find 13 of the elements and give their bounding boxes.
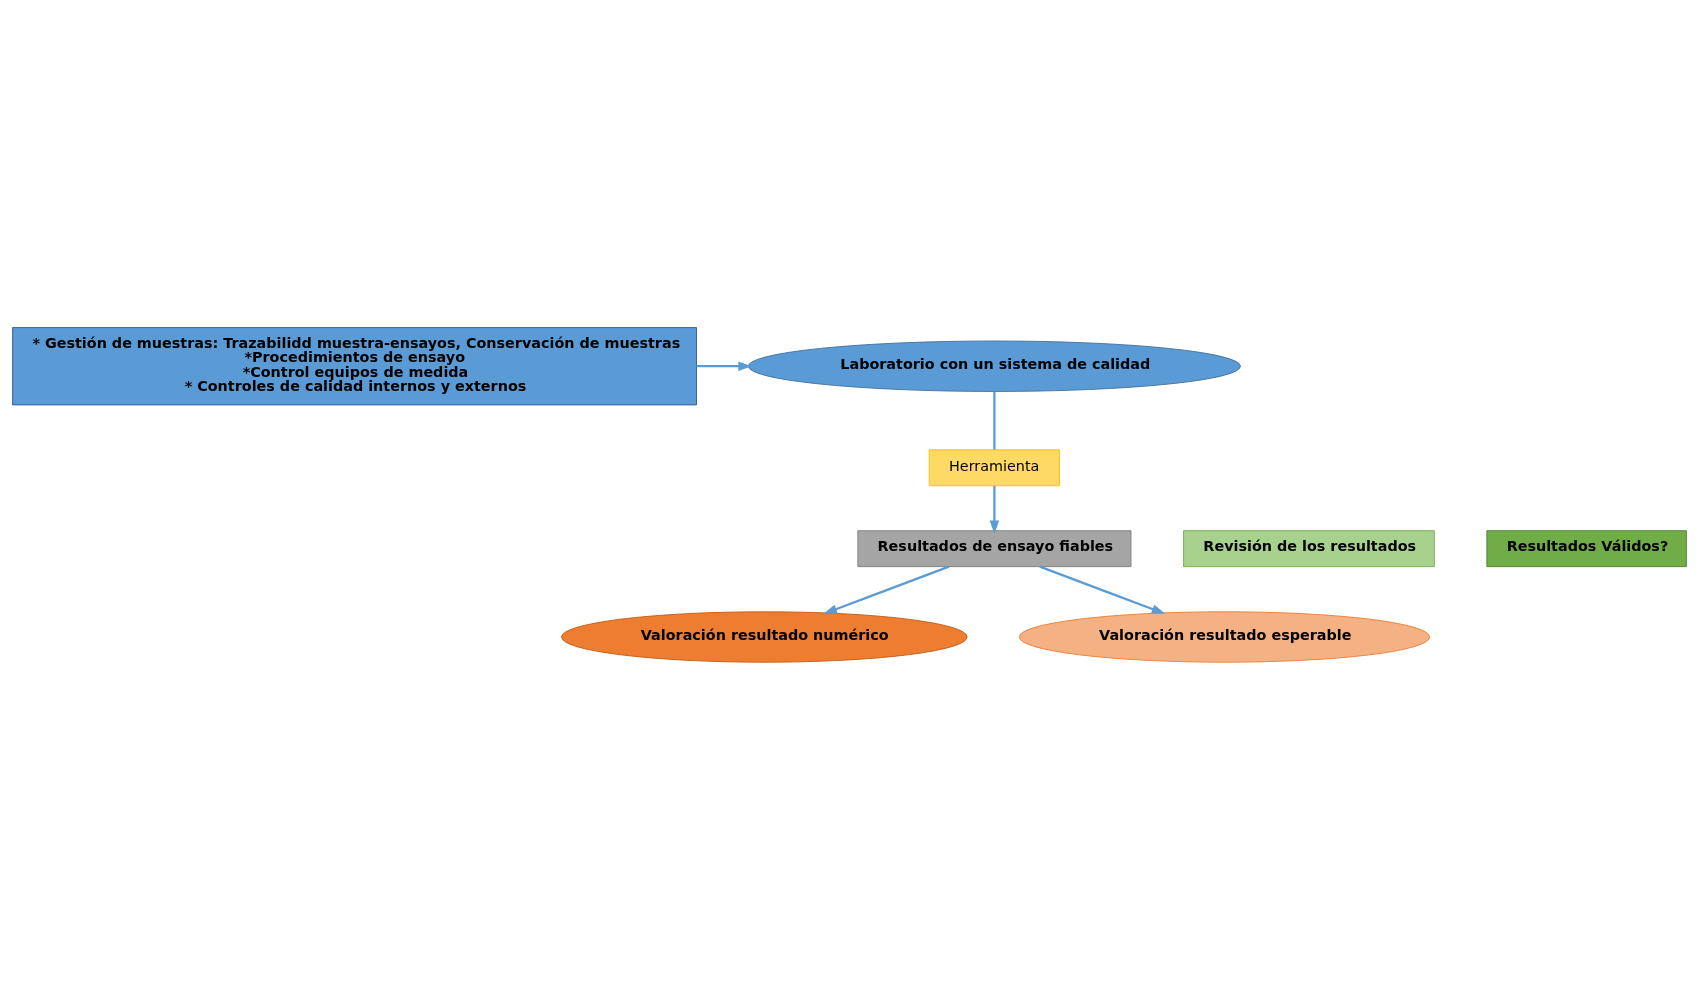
node-box: * Gestión de muestras: Trazabilidd muestra-ensayos, Conservación de muestras *Procedimientos de ensayo *Control equipos de medida * Controles de calidad internos y externos [12, 326, 697, 405]
node-ellipse: Laboratorio con un sistema de calidad [747, 340, 1241, 392]
arrow [989, 485, 1000, 534]
node-ellipse: Valoración resultado numérico [561, 610, 968, 663]
arrow [823, 565, 950, 614]
arrow [696, 361, 752, 371]
node-box: Resultados Válidos? [1486, 529, 1687, 567]
node-box: Herramienta [928, 448, 1060, 486]
node-ellipse: Valoración resultado esperable [1018, 610, 1431, 663]
node-box: Resultados de ensayo fiables [857, 529, 1132, 567]
connector [993, 391, 996, 450]
node-box: Revisión de los resultados [1183, 529, 1435, 567]
arrow [1039, 565, 1166, 614]
